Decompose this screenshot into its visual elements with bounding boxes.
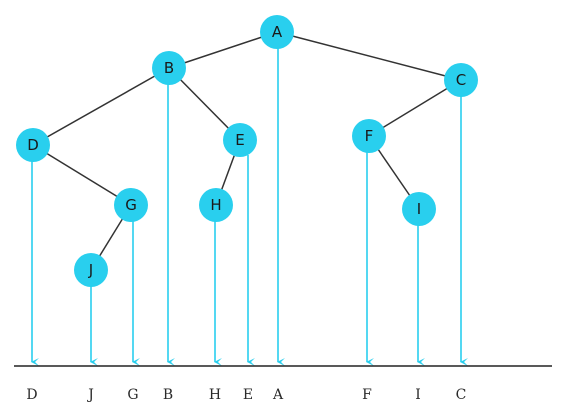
node-circle-b (152, 51, 186, 85)
inorder-label-g: G (127, 387, 138, 403)
node-b: B (152, 51, 186, 85)
node-label-d: D (27, 136, 39, 154)
node-label-e: E (235, 131, 244, 149)
node-circle-a (260, 15, 294, 49)
node-f: F (352, 119, 386, 153)
node-j: J (74, 253, 108, 287)
node-label-b: B (164, 59, 174, 77)
edge-b-d (32, 67, 170, 146)
node-label-j: J (88, 261, 93, 279)
edge-a-c (276, 31, 462, 81)
edge-d-g (32, 144, 132, 206)
node-label-g: G (125, 196, 137, 214)
node-label-c: C (456, 71, 466, 89)
node-c: C (444, 63, 478, 97)
edge-a-b (168, 31, 278, 69)
inorder-label-a: A (272, 387, 284, 403)
node-circle-f (352, 119, 386, 153)
inorder-label-c: C (456, 387, 467, 403)
inorder-label-f: F (362, 387, 372, 403)
tree-nodes: A B C D E F G H I J (16, 15, 478, 287)
projection-arrows (31, 47, 468, 366)
node-label-h: H (210, 196, 221, 214)
node-circle-g (114, 188, 148, 222)
inorder-label-i: I (415, 387, 421, 403)
inorder-label-j: J (86, 387, 94, 403)
node-circle-h (199, 188, 233, 222)
node-label-i: I (417, 200, 421, 218)
node-circle-e (223, 123, 257, 157)
node-circle-c (444, 63, 478, 97)
node-circle-i (402, 192, 436, 226)
inorder-label-h: H (209, 387, 221, 403)
node-d: D (16, 128, 50, 162)
node-g: G (114, 188, 148, 222)
edge-c-f (368, 79, 462, 137)
node-circle-j (74, 253, 108, 287)
node-i: I (402, 192, 436, 226)
node-circle-d (16, 128, 50, 162)
inorder-label-e: E (243, 387, 253, 403)
node-e: E (223, 123, 257, 157)
inorder-label-b: B (163, 387, 173, 403)
node-label-f: F (365, 127, 374, 145)
node-h: H (199, 188, 233, 222)
inorder-label-d: D (26, 387, 37, 403)
node-label-a: A (272, 23, 283, 41)
node-a: A (260, 15, 294, 49)
